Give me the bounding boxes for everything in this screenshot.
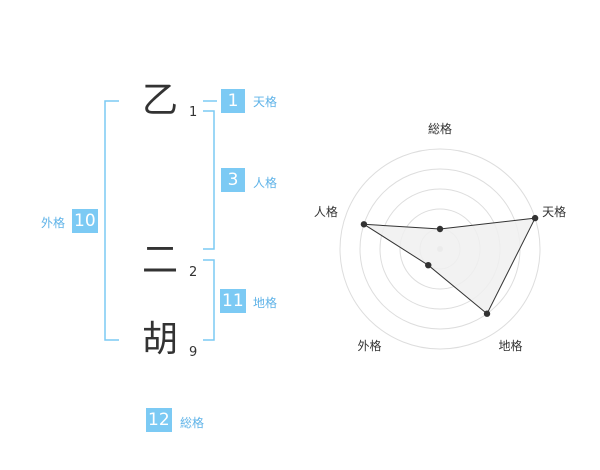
radar-grid-ring xyxy=(339,148,541,350)
stroke-count-1: 1 xyxy=(189,105,198,120)
stroke-count-2: 2 xyxy=(189,265,198,280)
gaikaku-value: 10 xyxy=(72,209,98,233)
radar-axis-label-3: 地格 xyxy=(499,338,523,353)
soukaku-value: 12 xyxy=(146,408,172,432)
chikaku-value: 11 xyxy=(220,289,246,313)
radar-axis-label-4: 外格 xyxy=(357,338,381,353)
gaikaku-bracket xyxy=(104,100,119,341)
jinkaku-value: 3 xyxy=(221,168,245,192)
gaikaku-label: 外格 xyxy=(41,216,66,230)
tenkaku-value: 1 xyxy=(221,89,245,113)
jinkaku-bracket xyxy=(203,110,215,250)
radar-point-2 xyxy=(531,214,539,222)
radar-axis-label-1: 総格 xyxy=(428,121,452,136)
name-char-3: 胡 xyxy=(141,319,178,360)
chikaku-bracket xyxy=(203,259,215,341)
radar-point-4 xyxy=(425,261,432,269)
chikaku-label: 地格 xyxy=(253,296,278,310)
jinkaku-label: 人格 xyxy=(253,176,278,190)
radar-axis-label-2: 天格 xyxy=(542,204,566,219)
stroke-count-3: 9 xyxy=(189,345,198,360)
name-char-1: 乙 xyxy=(141,80,178,121)
tenkaku-label: 天格 xyxy=(253,95,278,109)
radar-axis-label-5: 人格 xyxy=(314,204,338,219)
soukaku-label: 総格 xyxy=(180,416,205,430)
radar-point-1 xyxy=(436,225,444,233)
radar-series-area xyxy=(363,217,536,315)
radar-point-5 xyxy=(360,221,368,228)
radar-point-3 xyxy=(483,310,491,317)
name-char-2: 二 xyxy=(141,240,178,281)
